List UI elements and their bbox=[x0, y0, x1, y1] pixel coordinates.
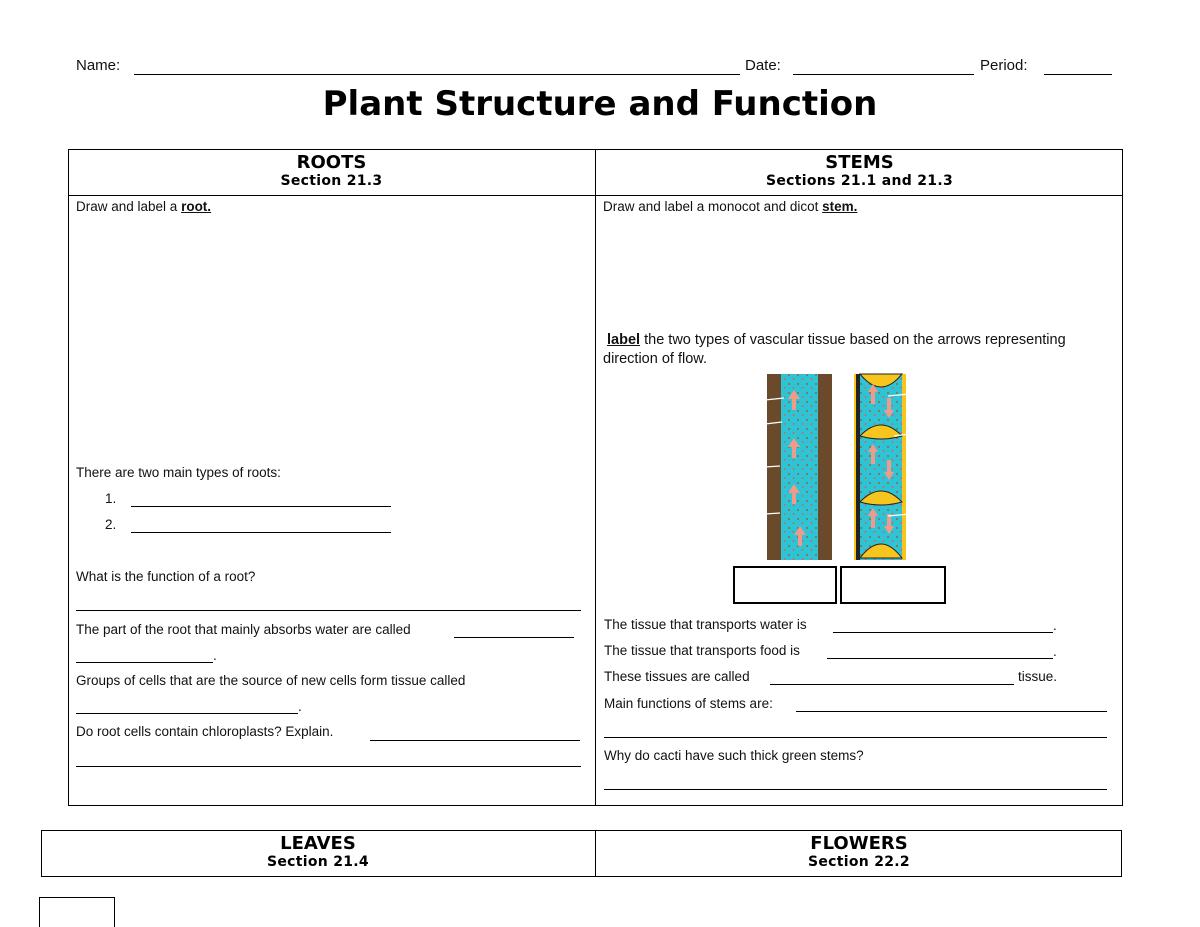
stems-food-question: The tissue that transports food is bbox=[604, 643, 800, 658]
vascular-label-prompt: label the two types of vascular tissue b… bbox=[603, 331, 1103, 369]
leaf-label-box[interactable] bbox=[39, 897, 115, 927]
roots-groups-question: Groups of cells that are the source of n… bbox=[76, 673, 466, 688]
roots-section: Section 21.3 bbox=[280, 173, 383, 189]
xylem-label-box[interactable] bbox=[733, 566, 837, 604]
roots-types-prompt: There are two main types of roots: bbox=[76, 465, 281, 480]
label-instructions: the two types of vascular tissue based o… bbox=[603, 332, 1066, 367]
root-type-2-blank[interactable] bbox=[131, 532, 391, 533]
page-title: Plant Structure and Function bbox=[322, 84, 878, 124]
stems-functions-question: Main functions of stems are: bbox=[604, 696, 773, 711]
roots-groups-period: . bbox=[298, 699, 302, 714]
phloem-label-box[interactable] bbox=[840, 566, 946, 604]
stems-food-period: . bbox=[1053, 644, 1057, 659]
stems-heading: STEMS bbox=[825, 152, 894, 173]
table-divider bbox=[595, 149, 596, 806]
date-label: Date: bbox=[745, 57, 781, 74]
period-label: Period: bbox=[980, 57, 1028, 74]
roots-item1-number: 1. bbox=[105, 491, 117, 506]
roots-draw-text: Draw and label a bbox=[76, 199, 182, 214]
flowers-section: Section 22.2 bbox=[808, 854, 910, 870]
stems-water-blank[interactable] bbox=[833, 632, 1053, 633]
stems-water-period: . bbox=[1053, 618, 1057, 633]
roots-chloroplast-question: Do root cells contain chloroplasts? Expl… bbox=[76, 724, 334, 739]
roots-function-question: What is the function of a root? bbox=[76, 569, 256, 584]
period-blank[interactable] bbox=[1044, 74, 1112, 75]
roots-absorb-blank-2[interactable] bbox=[76, 662, 213, 663]
roots-item2-number: 2. bbox=[105, 517, 117, 532]
leaves-flowers-table bbox=[41, 830, 1122, 877]
stems-called-question: These tissues are called bbox=[604, 669, 750, 684]
name-field[interactable]: Name: bbox=[76, 57, 120, 74]
stems-header: STEMS Sections 21.1 and 21.3 bbox=[596, 153, 1123, 190]
stems-draw-prompt: Draw and label a monocot and dicot stem. bbox=[603, 199, 857, 214]
name-label: Name: bbox=[76, 57, 121, 74]
vascular-tissue-diagram bbox=[764, 373, 911, 560]
bottom-table-divider bbox=[595, 830, 596, 877]
roots-absorb-blank-1[interactable] bbox=[454, 637, 574, 638]
stems-cacti-question: Why do cacti have such thick green stems… bbox=[604, 748, 864, 763]
phloem-arrows bbox=[868, 384, 894, 534]
leaves-header: LEAVES Section 21.4 bbox=[41, 834, 595, 871]
date-blank[interactable] bbox=[793, 74, 974, 75]
root-type-1-blank[interactable] bbox=[131, 506, 391, 507]
stems-water-question: The tissue that transports water is bbox=[604, 617, 807, 632]
phloem-tube bbox=[854, 373, 911, 560]
table-header-rule bbox=[68, 195, 1123, 196]
stems-called-suffix: tissue. bbox=[1018, 669, 1058, 684]
stems-called-blank[interactable] bbox=[770, 684, 1014, 685]
roots-absorb-period: . bbox=[213, 648, 217, 663]
roots-function-blank[interactable] bbox=[76, 610, 581, 611]
roots-header: ROOTS Section 21.3 bbox=[68, 153, 595, 190]
roots-chloroplast-blank-1[interactable] bbox=[370, 740, 580, 741]
xylem-up-arrows bbox=[788, 390, 806, 546]
leaves-section: Section 21.4 bbox=[267, 854, 369, 870]
stems-draw-text: Draw and label a monocot and dicot bbox=[603, 199, 823, 214]
roots-draw-keyword: root. bbox=[181, 199, 212, 214]
flowers-heading: FLOWERS bbox=[810, 833, 908, 854]
stems-section: Sections 21.1 and 21.3 bbox=[765, 173, 954, 189]
label-keyword: label bbox=[607, 332, 641, 348]
roots-absorb-question: The part of the root that mainly absorbs… bbox=[76, 622, 411, 637]
stems-cacti-blank[interactable] bbox=[604, 789, 1107, 790]
xylem-tube bbox=[764, 374, 832, 560]
roots-chloroplast-blank-2[interactable] bbox=[76, 766, 581, 767]
stems-food-blank[interactable] bbox=[827, 658, 1053, 659]
stems-draw-keyword: stem. bbox=[822, 199, 858, 214]
roots-heading: ROOTS bbox=[296, 152, 367, 173]
leaves-heading: LEAVES bbox=[280, 833, 356, 854]
name-blank[interactable] bbox=[134, 74, 740, 75]
stems-functions-blank-1[interactable] bbox=[796, 711, 1107, 712]
roots-draw-prompt: Draw and label a root. bbox=[76, 199, 211, 214]
stems-functions-blank-2[interactable] bbox=[604, 737, 1107, 738]
flowers-header: FLOWERS Section 22.2 bbox=[596, 834, 1122, 871]
roots-groups-blank[interactable] bbox=[76, 713, 298, 714]
